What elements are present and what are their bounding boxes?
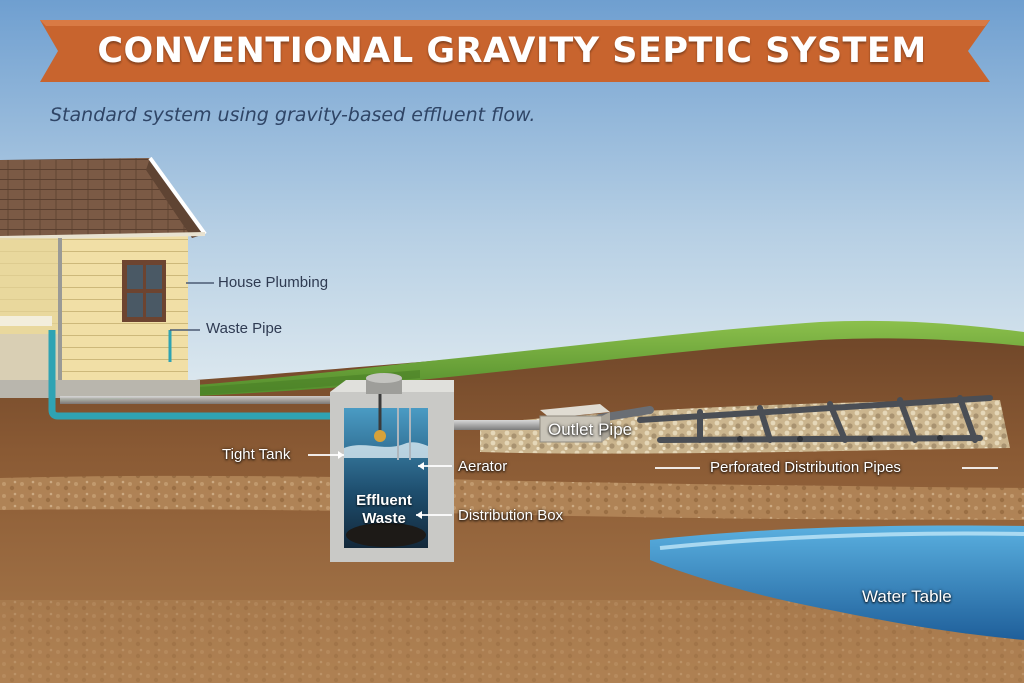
label-outlet-pipe: Outlet Pipe (548, 420, 633, 439)
label-effluent-waste: Effluent Waste (352, 492, 416, 528)
title-banner (40, 20, 990, 82)
distribution-box (539, 404, 610, 443)
label-water-table: Water Table (862, 587, 952, 606)
label-house-plumbing: House Plumbing (218, 274, 329, 291)
label-tight-tank: Tight Tank (222, 446, 291, 463)
page-subtitle: Standard system using gravity-based effl… (50, 104, 536, 126)
perforated-pipes-grid (637, 395, 993, 443)
label-distribution-box: Distribution Box (458, 507, 564, 524)
water-table-shape (650, 525, 1024, 640)
label-effluent: Effluent (356, 492, 412, 509)
house (0, 156, 207, 398)
page-title: CONVENTIONAL GRAVITY SEPTIC SYSTEM (97, 31, 927, 71)
label-perforated-distribution-pipes: Perforated Distribution Pipes (710, 459, 901, 476)
septic-tank (330, 373, 454, 562)
house-plumbing-pipe (48, 330, 340, 420)
label-aerator: Aerator (458, 458, 508, 475)
label-waste: Waste (362, 510, 406, 527)
label-waste-pipe: Waste Pipe (206, 320, 283, 337)
